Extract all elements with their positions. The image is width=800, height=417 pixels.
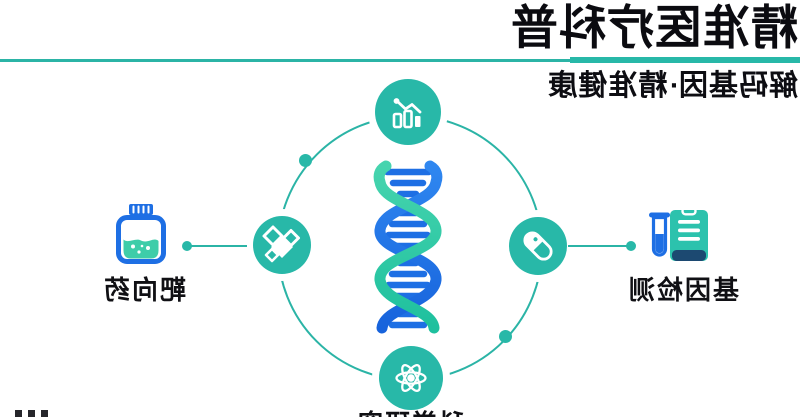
clipped-watermark-marks <box>15 410 48 417</box>
page-subtitle: 解码基因·精准健康 <box>547 70 798 102</box>
page-title: 精准医疗科普 <box>510 1 798 54</box>
targeted-drug-label: 靶向药 <box>102 275 187 305</box>
dna-strand-teal <box>373 160 442 334</box>
node-analysis <box>375 79 441 145</box>
orbit-dot <box>499 330 512 343</box>
connector-line-targeted-drug <box>191 245 247 248</box>
connector-line-gene-testing <box>568 245 627 248</box>
node-targeted-drug <box>253 216 311 274</box>
connector-dot-targeted-drug <box>182 241 192 251</box>
bar-chart-trend-icon <box>392 98 422 129</box>
research-label: 科学研究 <box>330 404 490 417</box>
capsule-icon <box>523 231 553 261</box>
medicine-bottle-icon <box>116 204 166 264</box>
connector-dot-gene-testing <box>626 241 636 251</box>
orbit-dot <box>299 154 312 167</box>
dna-double-helix-icon <box>373 160 443 334</box>
sparkle-diamonds-icon <box>262 225 300 263</box>
node-gene-testing <box>509 217 567 275</box>
gene-testing-label: 基因检测 <box>627 275 740 305</box>
dna-strand-blue <box>374 160 443 334</box>
header-divider-accent <box>570 56 800 63</box>
node-research <box>379 346 443 410</box>
atom-icon <box>395 363 427 393</box>
test-tube-and-report-icon <box>649 207 708 261</box>
